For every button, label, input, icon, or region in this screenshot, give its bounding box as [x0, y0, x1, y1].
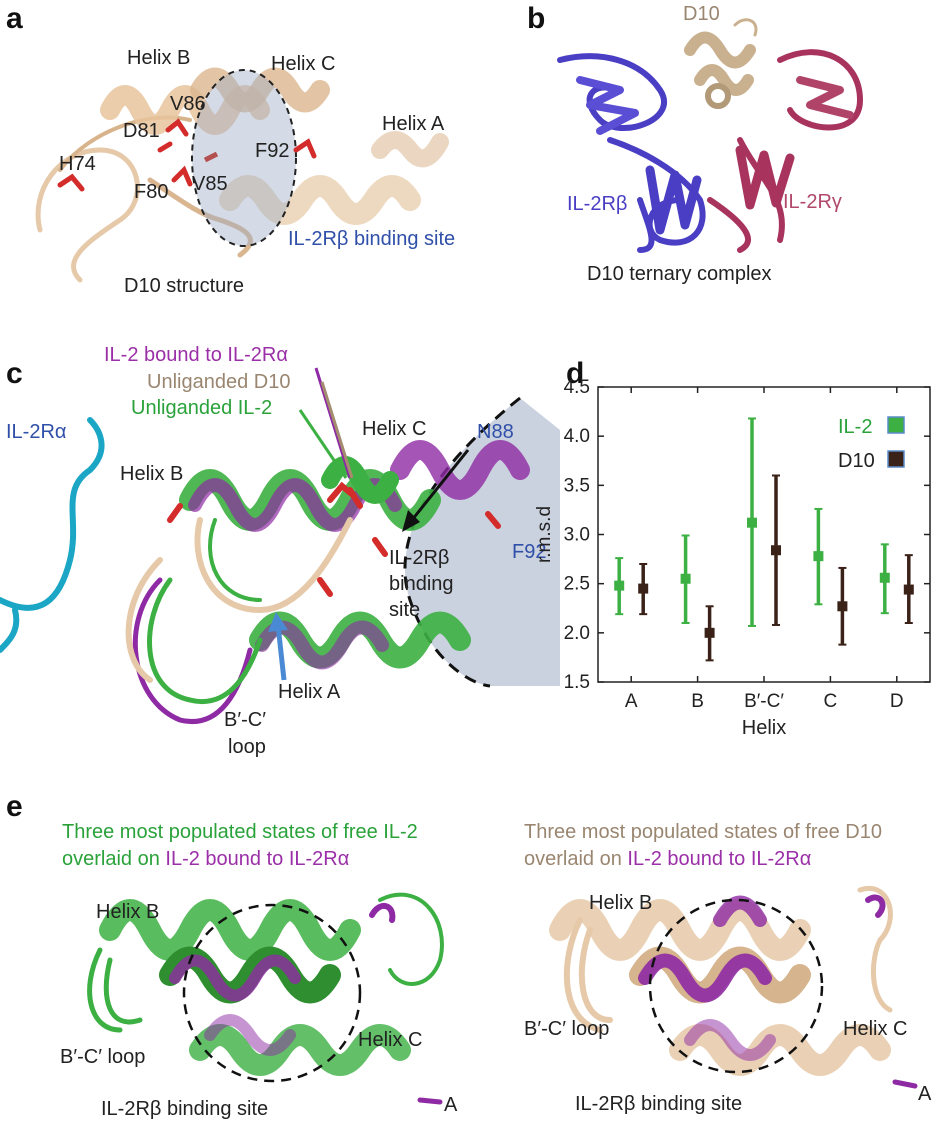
data-point-d10 — [638, 583, 649, 594]
c-helix-c-label: Helix C — [362, 418, 427, 440]
e-right-helix-c: Helix C — [843, 1018, 908, 1040]
e-left-a: A — [444, 1094, 458, 1116]
data-point-d10 — [704, 627, 715, 638]
x-tick-label: B — [691, 691, 704, 712]
x-tick-label: B′-C′ — [744, 691, 784, 712]
y-tick-label: 3.5 — [564, 475, 590, 496]
c-n88-label: N88 — [477, 421, 514, 443]
a-helix-a-label: Helix A — [382, 113, 445, 135]
b-d10-label: D10 — [683, 3, 720, 25]
panel-c-structure — [0, 367, 560, 724]
a-helix-b-label: Helix B — [127, 47, 191, 69]
a-h74-label: H74 — [59, 153, 96, 175]
c-binding-line3: site — [389, 599, 421, 621]
c-helix-b-label: Helix B — [120, 463, 184, 485]
a-d81-label: D81 — [123, 120, 160, 142]
a-helix-c-label: Helix C — [271, 53, 336, 75]
panel-a-structure — [35, 67, 449, 283]
c-helix-a-label: Helix A — [278, 681, 341, 703]
b-il2rb-label: IL-2Rβ — [567, 193, 628, 215]
e-right-loop: B′-C′ loop — [524, 1018, 610, 1040]
c-binding-line1: IL-2Rβ — [389, 547, 450, 569]
e-left-helix-b: Helix B — [96, 901, 160, 923]
panel-c-letter: c — [6, 357, 23, 390]
a-f92-label: F92 — [255, 140, 290, 162]
a-v86-label: V86 — [170, 93, 206, 115]
panel-d-letter: d — [566, 357, 585, 390]
y-tick-label: 3.0 — [564, 525, 590, 546]
data-point-il-2 — [879, 572, 890, 583]
a-caption: D10 structure — [124, 275, 245, 297]
e-right-title-line1: Three most populated states of free D10 — [524, 821, 882, 843]
e-right-title-bound: IL-2 bound to IL-2Rα — [627, 848, 812, 870]
b-il2rg-label: IL-2Rγ — [783, 191, 842, 213]
data-point-d10 — [771, 545, 781, 556]
panel-b-letter: b — [527, 2, 546, 35]
legend-label-d10: D10 — [838, 450, 875, 472]
y-tick-label: 2.5 — [564, 574, 590, 595]
a-f80-label: F80 — [134, 181, 169, 203]
data-point-il-2 — [680, 573, 691, 584]
e-right-helix-b: Helix B — [589, 892, 653, 914]
e-left-binding: IL-2Rβ binding site — [101, 1098, 269, 1120]
legend-label-il-2: IL-2 — [838, 416, 872, 438]
y-tick-label: 4.5 — [564, 377, 590, 398]
e-left-helix-c: Helix C — [358, 1029, 423, 1051]
c-legend-bound: IL-2 bound to IL-2Rα — [104, 344, 288, 366]
e-left-loop: B′-C′ loop — [60, 1046, 146, 1068]
data-point-il-2 — [747, 517, 757, 528]
y-tick-label: 4.0 — [564, 426, 590, 447]
panel-a-letter: a — [6, 2, 23, 35]
b-caption: D10 ternary complex — [587, 263, 772, 285]
y-tick-label: 1.5 — [564, 672, 590, 693]
x-tick-label: C — [824, 691, 838, 712]
c-loop-line1: B′-C′ — [224, 709, 266, 731]
e-right-a: A — [918, 1083, 932, 1105]
c-binding-line2: binding — [389, 573, 454, 595]
panel-b-structure — [557, 18, 863, 253]
data-point-il-2 — [813, 551, 824, 562]
y-tick-label: 2.0 — [564, 623, 590, 644]
e-right-binding: IL-2Rβ binding site — [575, 1093, 743, 1115]
e-left-title-overlaid: overlaid on — [62, 848, 166, 870]
e-left-title-line2: overlaid on IL-2 bound to IL-2Rα — [62, 848, 349, 871]
e-left-title-bound: IL-2 bound to IL-2Rα — [165, 848, 350, 870]
data-point-d10 — [837, 601, 848, 612]
legend-swatch-d10 — [887, 450, 905, 468]
a-v85-label: V85 — [192, 173, 228, 195]
e-left-title-line1: Three most populated states of free IL-2 — [62, 821, 418, 843]
c-f92-label: F92 — [512, 541, 547, 563]
c-loop-line2: loop — [228, 736, 266, 758]
data-point-d10 — [903, 584, 914, 595]
legend-swatch-il-2 — [887, 416, 905, 434]
x-tick-label: A — [625, 691, 638, 712]
x-tick-label: D — [890, 691, 904, 712]
x-axis-label: Helix — [742, 717, 786, 739]
e-right-title-overlaid: overlaid on — [524, 848, 628, 870]
c-legend-unliganded-d10: Unliganded D10 — [147, 371, 291, 393]
c-legend-unliganded-il2: Unliganded IL-2 — [131, 397, 273, 419]
c-il2ra-label: IL-2Rα — [6, 421, 67, 443]
y-axis-label: r.m.s.d — [534, 506, 555, 563]
data-point-il-2 — [614, 580, 625, 591]
a-binding-site-label: IL-2Rβ binding site — [288, 228, 456, 250]
e-right-title-line2: overlaid on IL-2 bound to IL-2Rα — [524, 848, 811, 871]
panel-e-letter: e — [6, 790, 23, 823]
